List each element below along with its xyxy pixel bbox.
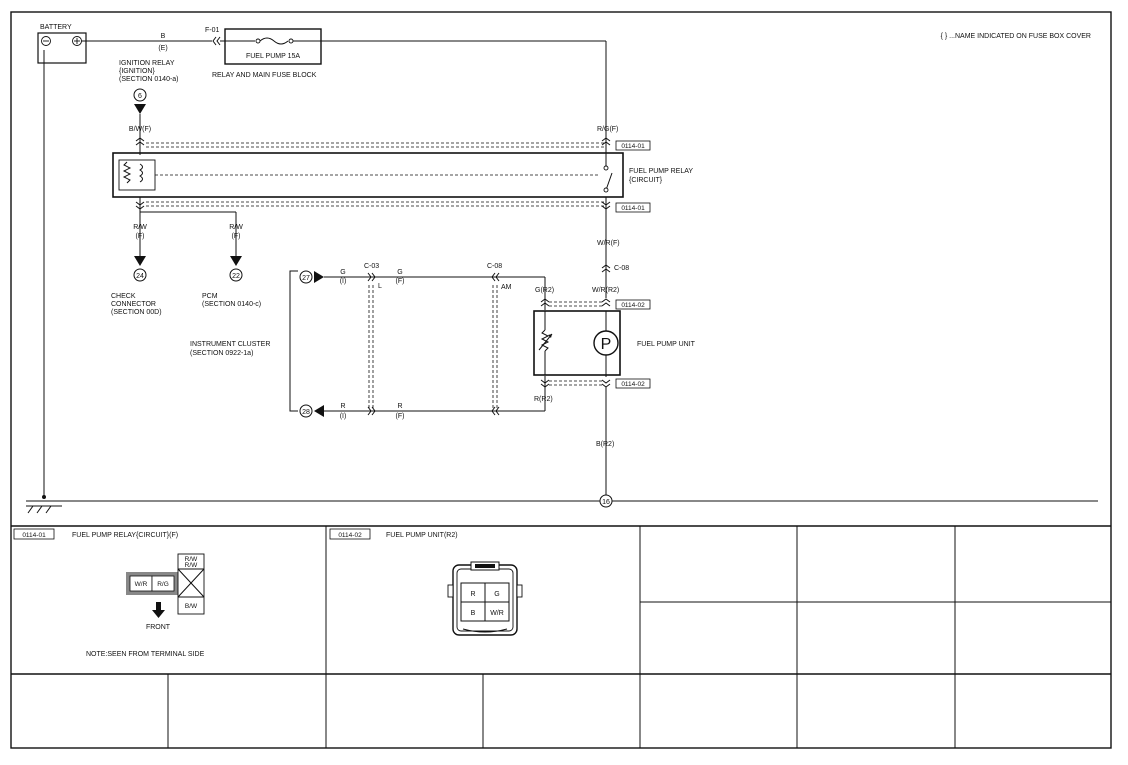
panel2-title: FUEL PUMP UNIT(R2) (386, 532, 458, 539)
wire-color-label: B (161, 33, 166, 40)
sender-resistor-icon (538, 311, 553, 375)
motor-symbol: P (601, 336, 612, 353)
ref-circle-28 (299, 404, 313, 418)
pin-label: G (494, 591, 499, 598)
front-arrow-icon (152, 602, 165, 618)
ref-circle-22 (229, 268, 243, 282)
front-label: FRONT (146, 624, 171, 631)
relay-coil-icon (122, 161, 143, 184)
ref-number: 16 (602, 499, 610, 506)
relay-connector-view (126, 553, 205, 615)
instrument-cluster-label: (SECTION 0922-1a) (190, 350, 253, 357)
arrow-down-icon (134, 104, 146, 114)
output-wire-label: R/W (133, 224, 147, 231)
relay-bottom-connector-tag: 0114-01 (621, 205, 645, 212)
ref-number: 6 (138, 93, 142, 100)
relay-input-wire-label: R/G(F) (597, 126, 618, 133)
wire-label: R (340, 403, 345, 410)
ref-number: 28 (302, 409, 310, 416)
check-connector-label: (SECTION 00D) (111, 309, 162, 316)
wire-code: (F) (396, 413, 405, 420)
pin-label: R/W (185, 562, 199, 569)
ignition-wire-label: B/W(F) (129, 126, 151, 133)
fuel-pump-unit-label: FUEL PUMP UNIT (637, 341, 696, 348)
pump-connector-view (447, 561, 523, 636)
pump-input-wire-label: W/R(R2) (592, 287, 619, 294)
pcm-label: (SECTION 0140-c) (202, 301, 261, 308)
ground-icon (26, 505, 62, 514)
connector-c08-label: C-08 (487, 263, 502, 270)
ref-number: 24 (136, 273, 144, 280)
relay-switch-icon (603, 155, 613, 193)
pump-wire-label: G(R2) (535, 287, 554, 294)
panel1-title: FUEL PUMP RELAY{CIRCUIT}(F) (72, 532, 178, 539)
pin-label: R/G (157, 581, 169, 588)
pin-label: W/R (135, 581, 148, 588)
connector-c03-label: C-03 (364, 263, 379, 270)
arrow-down-icon (230, 256, 242, 266)
output-wire-code: (F) (136, 233, 145, 240)
battery-label: BATTERY (40, 24, 72, 31)
panel2-code: 0114-02 (338, 532, 362, 539)
ref-number: 22 (232, 273, 240, 280)
pump-bottom-connector-tag: 0114-02 (621, 381, 645, 388)
arrow-right-icon (314, 271, 324, 283)
pin-label: R/W (185, 556, 199, 563)
arrow-down-icon (134, 256, 146, 266)
wire-code: (I) (340, 413, 347, 420)
battery-icon (37, 32, 87, 64)
pin-label: W/R (490, 610, 504, 617)
fuse-cover-note: { } ...NAME INDICATED ON FUSE BOX COVER (941, 33, 1091, 40)
ref-circle-24 (133, 268, 147, 282)
ref-number: 27 (302, 275, 310, 282)
wire-label: G (397, 269, 402, 276)
connector-c08-tag: AM (501, 284, 512, 291)
pcm-label: PCM (202, 293, 218, 300)
fuel-pump-relay-box (112, 152, 624, 198)
output-wire-code: (F) (232, 233, 241, 240)
pump-top-connector-tag: 0114-02 (621, 302, 645, 309)
relay-top-connector-tag: 0114-01 (621, 143, 645, 150)
connector-c08-right: C-08 (614, 265, 629, 272)
wire-code: (I) (340, 278, 347, 285)
wire-code: (F) (396, 278, 405, 285)
panel1-code: 0114-01 (22, 532, 46, 539)
check-connector-label: CONNECTOR (111, 301, 156, 308)
relay-label: FUEL PUMP RELAY (629, 168, 693, 175)
ignition-relay-label: {IGNITION} (119, 68, 155, 75)
connector-c03-tag: L (378, 283, 382, 290)
wire-label: R (397, 403, 402, 410)
ignition-relay-label: IGNITION RELAY (119, 60, 175, 67)
wire-label: G (340, 269, 345, 276)
fuse-icon (220, 37, 294, 45)
fuse-label: FUEL PUMP 15A (246, 53, 300, 60)
fuel-pump-unit-box (533, 310, 621, 376)
relay-output-wire-label: W/R(F) (597, 240, 620, 247)
ground-wire-label: B(R2) (596, 441, 614, 448)
relay-label: {CIRCUIT} (629, 177, 663, 184)
arrow-left-icon (314, 405, 324, 417)
pump-wire-label: R(R2) (534, 396, 553, 403)
pin-label: B (471, 610, 476, 617)
fuse-block (224, 28, 322, 65)
wire-code-label: (E) (158, 45, 167, 52)
diagram-frame (10, 11, 1112, 749)
check-connector-label: CHECK (111, 293, 136, 300)
ref-circle-6 (133, 88, 147, 102)
output-wire-label: R/W (229, 224, 243, 231)
pin-label: B/W (185, 603, 198, 610)
panel1-note: NOTE:SEEN FROM TERMINAL SIDE (86, 651, 205, 658)
fuse-terminal-label: F-01 (205, 27, 220, 34)
fuse-block-label: RELAY AND MAIN FUSE BLOCK (212, 72, 317, 79)
ignition-relay-label: (SECTION 0140-a) (119, 76, 179, 83)
ref-circle-27 (299, 270, 313, 284)
instrument-cluster-label: INSTRUMENT CLUSTER (190, 341, 270, 348)
pin-label: R (470, 591, 475, 598)
